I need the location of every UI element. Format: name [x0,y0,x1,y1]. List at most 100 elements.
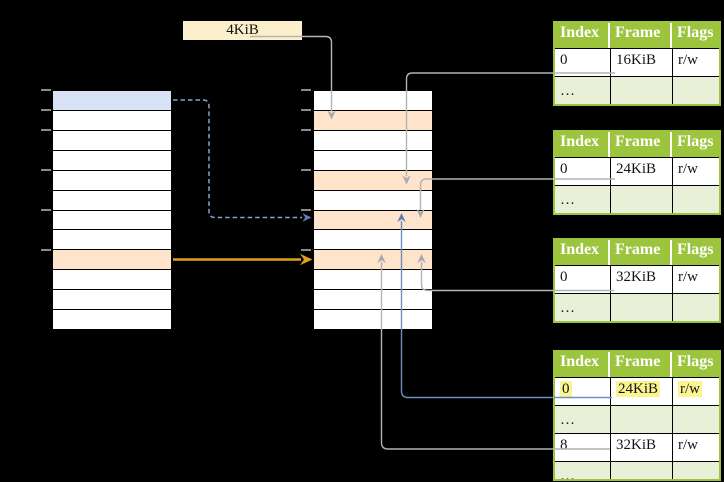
cell-index: 0 [560,269,568,285]
memory-row-orange [314,210,432,231]
cell-frame [610,462,672,479]
column-header-frame: Frame [610,240,672,265]
column-header-flags: Flags [677,133,714,150]
memory-row [314,130,432,151]
memory-row [314,310,432,330]
table-header-row: Index Frame Flags [555,352,719,377]
memory-row [53,150,171,171]
memory-row [314,290,432,311]
table-row-ellipsis: … [555,405,719,433]
left-memory-column [52,90,172,330]
memory-row [314,230,432,251]
table-row: 8 32KiB r/w [555,433,719,461]
memory-row [53,190,171,211]
cell-frame [610,186,672,213]
highlighted-value: 24KiB [616,381,661,397]
table-row: 0 24KiB r/w [555,157,719,185]
memory-row [314,150,432,171]
page-table-32kib: Index Frame Flags 0 32KiB r/w … [553,238,721,323]
middle-memory-column [313,90,433,330]
cell-frame: 16KiB [610,49,672,76]
address-tick [41,249,51,251]
memory-row-orange [314,170,432,191]
column-header-index: Index [555,132,610,157]
cell-frame: 32KiB [610,266,672,293]
memory-row-orange [314,250,432,271]
page-size-label: 4KiB [226,22,259,38]
address-tick [41,169,51,171]
cell-flags [672,462,719,479]
address-tick [41,209,51,211]
highlighted-value: r/w [678,381,702,397]
cell-index: … [560,300,575,316]
memory-row-blue [53,91,171,111]
cell-flags [672,406,719,433]
cell-flags: r/w [672,378,719,405]
table-row-highlighted: 0 24KiB r/w [555,377,719,405]
connector-orange-virtual-to-frame [173,253,313,266]
cell-flags: r/w [672,158,719,185]
cell-flags: r/w [672,434,719,461]
memory-row [314,270,432,291]
cell-frame: 32KiB [610,434,672,461]
cell-flags [672,186,719,213]
cell-flags [672,294,719,321]
cell-index: 8 [560,437,568,453]
table-row-ellipsis: … [555,185,719,213]
memory-row [53,130,171,151]
memory-row [53,110,171,131]
highlighted-value: 0 [560,381,572,397]
memory-row [314,91,432,111]
column-header-index: Index [555,352,610,377]
table-row-ellipsis: … [555,461,719,479]
cell-index: 0 [560,52,568,68]
cell-index: … [560,468,575,479]
address-tick [41,129,51,131]
table-row-ellipsis: … [555,293,719,321]
column-header-flags: Flags [677,353,714,370]
memory-row [53,270,171,291]
cell-index: … [560,83,575,99]
table-row: 0 32KiB r/w [555,265,719,293]
cell-index: 0 [560,161,568,177]
column-header-frame: Frame [610,23,672,48]
column-header-index: Index [555,23,610,48]
cell-index: … [560,412,575,428]
connector-dashed-virtual-to-frame [173,99,312,222]
column-header-frame: Frame [610,132,672,157]
memory-row [53,170,171,191]
cell-index: … [560,192,575,208]
memory-row [53,310,171,330]
column-header-flags: Flags [677,241,714,258]
column-header-index: Index [555,240,610,265]
address-tick [41,89,51,91]
memory-row-orange [53,250,171,271]
address-tick [301,109,311,111]
address-tick [301,209,311,211]
memory-row [53,290,171,311]
memory-row [53,210,171,231]
table-header-row: Index Frame Flags [555,23,719,48]
table-row: 0 16KiB r/w [555,48,719,76]
address-tick [301,89,311,91]
table-header-row: Index Frame Flags [555,240,719,265]
cell-frame [610,406,672,433]
table-row-ellipsis: … [555,76,719,104]
memory-row [314,190,432,211]
column-header-flags: Flags [677,24,714,41]
cell-flags: r/w [672,49,719,76]
cell-frame [610,77,672,104]
cell-frame [610,294,672,321]
page-size-label-box: 4KiB [183,21,302,40]
address-tick [301,169,311,171]
address-tick [41,109,51,111]
cell-frame: 24KiB [610,378,672,405]
page-table-24kib: Index Frame Flags 0 24KiB r/w … [553,130,721,215]
cell-frame: 24KiB [610,158,672,185]
page-table-level2: Index Frame Flags 0 24KiB r/w … 8 32KiB … [553,350,721,481]
page-table-16kib: Index Frame Flags 0 16KiB r/w … [553,21,721,106]
cell-index: 0 [555,378,610,405]
cell-flags [672,77,719,104]
address-tick [301,129,311,131]
